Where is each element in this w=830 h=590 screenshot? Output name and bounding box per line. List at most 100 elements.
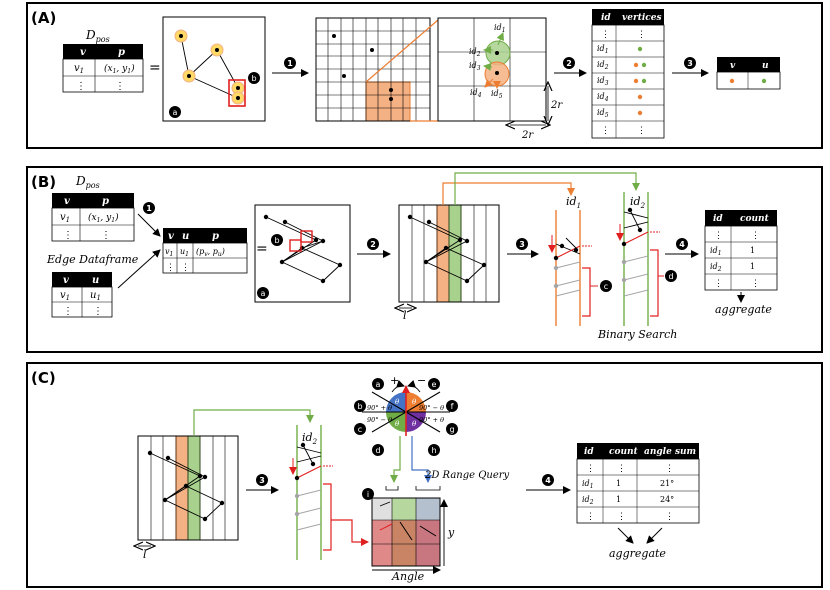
dpos-table-b: v p v1 (x1, y1) ⋮ ⋮: [51, 193, 135, 242]
svg-text:id2: id2: [710, 262, 722, 273]
svg-text:⋮: ⋮: [751, 231, 760, 241]
step-a2: [563, 57, 575, 69]
badge-b-c: [600, 280, 612, 292]
step-a3: [684, 57, 696, 69]
svg-text:3: 3: [259, 476, 265, 485]
svg-text:id: id: [584, 447, 594, 457]
panel-c-label: (C): [31, 369, 56, 387]
wheel-minus: −: [417, 374, 426, 387]
slab-grid-c: l: [138, 435, 239, 561]
step-b4: [676, 238, 688, 250]
zoom-id3: id3: [469, 61, 481, 72]
badge-b-d: [665, 270, 677, 282]
svg-text:1: 1: [616, 495, 621, 504]
svg-text:d: d: [375, 446, 380, 455]
panel-b-label: (B): [31, 173, 56, 191]
crossing-box-1: [289, 239, 302, 252]
arrow-b1-bot: [117, 249, 161, 289]
svg-text:f: f: [451, 402, 454, 411]
svg-text:3: 3: [519, 240, 525, 249]
svg-text:3: 3: [687, 59, 693, 68]
svg-text:1: 1: [287, 59, 293, 68]
svg-text:⋮: ⋮: [63, 306, 73, 317]
svg-text:θ: θ: [395, 398, 400, 406]
svg-text:u1: u1: [180, 247, 189, 258]
dpos-dots-1: ⋮: [76, 81, 86, 92]
svg-text:i: i: [367, 490, 369, 499]
svg-text:(pv, pu): (pv, pu): [196, 247, 225, 258]
graph-b: b a: [254, 204, 351, 303]
badge-c-b: [354, 400, 366, 412]
angle-axis-label: Angle: [391, 570, 425, 583]
svg-text:1: 1: [146, 204, 152, 213]
svg-text:id: id: [713, 214, 723, 224]
svg-text:90° + θ: 90° + θ: [419, 416, 444, 424]
svg-text:p: p: [102, 196, 109, 207]
svg-text:p: p: [212, 231, 219, 242]
panel-a-frame: [26, 2, 823, 149]
svg-text:a: a: [376, 380, 381, 389]
panel-c: (C): [26, 362, 823, 588]
svg-text:id5: id5: [597, 108, 609, 119]
zoom-grid-a: id1 id2 id3 id4 id5 2r 2r: [437, 17, 563, 141]
step-b3: [516, 238, 528, 250]
panel-b-frame: [26, 166, 823, 353]
slab-width-label-b: l: [403, 309, 407, 322]
slab-grid-b: l: [399, 204, 500, 322]
svg-text:v1: v1: [60, 290, 70, 302]
arrow-b1-top: [137, 213, 161, 237]
join-table-b: v u p v1 u1 (pv, pu) ⋮ ⋮: [162, 228, 248, 274]
svg-text:id1: id1: [582, 479, 594, 490]
svg-text:d: d: [668, 272, 673, 281]
svg-text:⋮: ⋮: [166, 263, 175, 273]
vertices-table-a: id vertices ⋮ ⋮ id1 id2 id3 id4 id5 ⋮ ⋮: [591, 9, 665, 139]
slab-view-id1: id1 c: [548, 195, 612, 326]
badge-c-h: [428, 444, 440, 456]
svg-text:⋮: ⋮: [93, 306, 103, 317]
badge-c-e: [428, 378, 440, 390]
equals-a: =: [149, 60, 161, 76]
svg-text:1: 1: [750, 262, 755, 271]
angle-wheel: + − θ θ θ θ 90° + θ 90° − θ 90° − θ 90° …: [354, 374, 458, 456]
wheel-plus: +: [390, 374, 399, 387]
svg-text:u: u: [92, 275, 99, 286]
svg-text:b: b: [357, 402, 362, 411]
svg-text:count: count: [609, 447, 639, 457]
svg-text:id1: id1: [710, 246, 722, 257]
svg-text:⋮: ⋮: [617, 512, 626, 522]
connector-green-b: [454, 172, 640, 205]
dpos-header-v: v: [80, 47, 86, 58]
connector-red-c: [331, 519, 369, 546]
svg-text:1: 1: [616, 479, 621, 488]
svg-text:id2: id2: [582, 495, 594, 506]
svg-text:b: b: [274, 236, 279, 245]
svg-text:21°: 21°: [660, 479, 674, 488]
svg-text:u: u: [182, 231, 189, 242]
aggregate-b: aggregate: [715, 303, 772, 316]
svg-text:⋮: ⋮: [601, 126, 610, 136]
badge-a-b: [248, 72, 260, 84]
dpos-title-b: Dpos: [75, 174, 100, 190]
step-c3: [256, 474, 268, 486]
svg-text:24°: 24°: [660, 495, 674, 504]
dpos-row-p: (x1, y1): [104, 63, 135, 75]
svg-text:⋮: ⋮: [617, 464, 626, 474]
svg-text:id1: id1: [566, 195, 581, 210]
y-axis-label: y: [447, 526, 455, 539]
svg-text:angle sum: angle sum: [644, 447, 696, 457]
zoom-id4: id4: [470, 88, 482, 99]
svg-text:4: 4: [545, 476, 551, 485]
zoom-id2: id2: [469, 47, 481, 58]
svg-text:v1: v1: [60, 212, 70, 224]
svg-text:θ: θ: [412, 420, 417, 428]
svg-text:⋮: ⋮: [714, 231, 723, 241]
slab-view-c: id2: [289, 425, 369, 560]
step-b1: [143, 202, 155, 214]
svg-text:e: e: [432, 380, 437, 389]
svg-text:id: id: [601, 13, 611, 23]
svg-text:vertices: vertices: [622, 13, 662, 23]
zoom-id5: id5: [491, 89, 503, 100]
edge-table-b: v u v1 u1 ⋮ ⋮: [51, 272, 113, 318]
step-c4: [542, 474, 554, 486]
